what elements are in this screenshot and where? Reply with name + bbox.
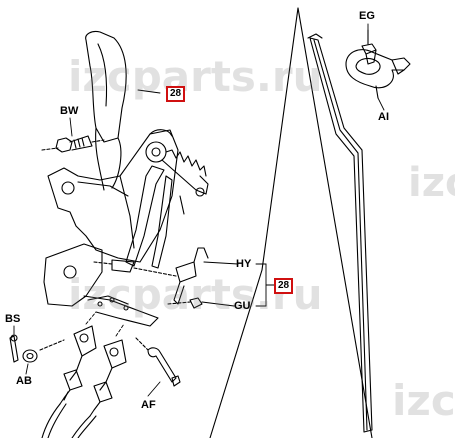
leader-lines — [13, 23, 385, 397]
callout-bs: BS — [5, 313, 21, 325]
panel-outline — [209, 7, 373, 438]
screw-gu — [167, 297, 235, 309]
ref-28-lower[interactable]: 28 — [274, 278, 294, 294]
washer-ab — [22, 339, 65, 363]
switch-hy — [93, 247, 239, 305]
lever-body — [47, 129, 179, 263]
callout-eg: EG — [359, 10, 375, 22]
cable-left — [41, 325, 97, 438]
callout-hy: HY — [236, 258, 252, 270]
bolt-eg — [361, 29, 377, 65]
ref-28-upper[interactable]: 28 — [166, 86, 186, 102]
callout-bracket-28 — [255, 263, 275, 307]
callout-af: AF — [141, 399, 156, 411]
bolt-bw — [41, 135, 105, 153]
ratchet-arm — [125, 165, 185, 269]
pin-bs — [9, 334, 19, 363]
rod-strip — [307, 33, 373, 433]
callout-ai: AI — [378, 111, 389, 123]
callout-bw: BW — [60, 105, 79, 117]
cable-guide-lines — [85, 311, 125, 337]
ratchet-spring — [145, 141, 209, 197]
callout-gu: GU — [234, 300, 251, 312]
cable-right — [71, 339, 127, 438]
bracket-clip-ai — [345, 49, 411, 99]
callout-ab: AB — [16, 375, 32, 387]
base-plate — [43, 243, 159, 327]
pin-af — [135, 337, 181, 387]
lever-handle — [85, 30, 127, 191]
